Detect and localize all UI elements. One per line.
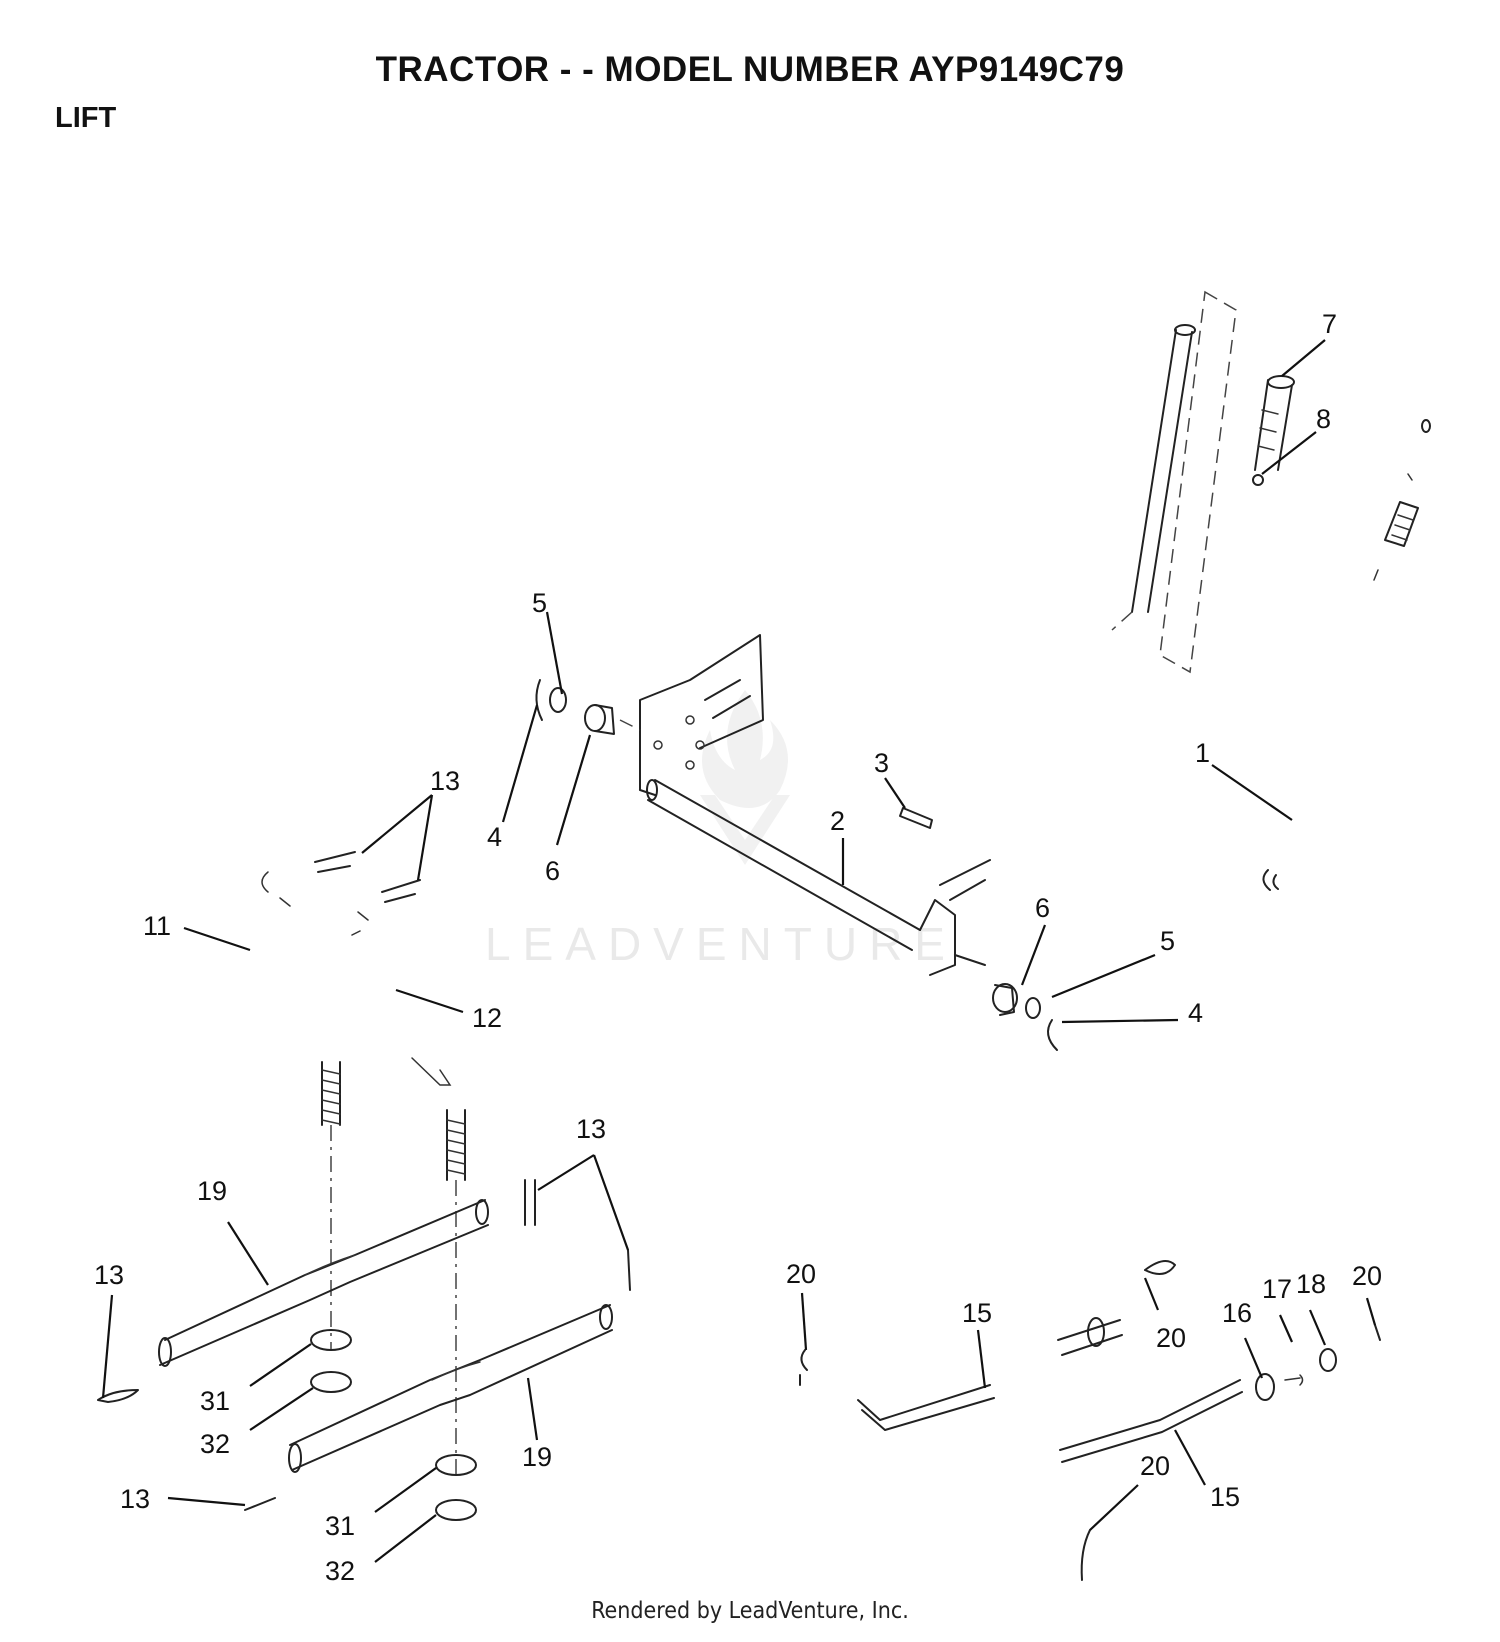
lift-shaft [646, 779, 991, 976]
leader-lines [101, 339, 1377, 1563]
adjuster-assembly [1057, 1260, 1381, 1401]
callout-5: 5 [1160, 926, 1175, 956]
callout-31: 31 [200, 1386, 230, 1416]
callout-32: 32 [200, 1429, 230, 1459]
spring-rod-right [411, 1057, 466, 1480]
clip-left [535, 679, 567, 721]
callout-15: 15 [1210, 1482, 1240, 1512]
callout-13: 13 [120, 1484, 150, 1514]
callout-15: 15 [962, 1298, 992, 1328]
bushing-left [584, 704, 641, 735]
washers-nuts [310, 1329, 477, 1521]
rod-right-15 [1059, 1379, 1243, 1581]
watermark-text: LEADVENTURE [485, 918, 957, 970]
callout-13: 13 [576, 1114, 606, 1144]
callout-7: 7 [1322, 309, 1337, 339]
callout-31: 31 [325, 1511, 355, 1541]
footer-credit: Rendered by LeadVenture, Inc. [591, 1598, 909, 1624]
lift-handle [1111, 290, 1237, 674]
callout-6: 6 [1035, 893, 1050, 923]
watermark: LEADVENTURE [485, 690, 957, 970]
callout-20: 20 [1156, 1323, 1186, 1353]
lift-plate [639, 634, 764, 796]
bushing-right [992, 983, 1058, 1051]
callout-5: 5 [532, 588, 547, 618]
callout-3: 3 [874, 748, 889, 778]
lift-link-lower [288, 1304, 613, 1473]
callout-4: 4 [487, 822, 502, 852]
callout-17: 17 [1262, 1274, 1292, 1304]
upper-pins [261, 851, 421, 936]
callout-13: 13 [430, 766, 460, 796]
callout-32: 32 [325, 1556, 355, 1586]
callout-16: 16 [1222, 1298, 1252, 1328]
callout-19: 19 [522, 1442, 552, 1472]
key [899, 807, 933, 829]
clips-13 [97, 1179, 631, 1511]
callout-6: 6 [545, 856, 560, 886]
callout-19: 19 [197, 1176, 227, 1206]
callout-20: 20 [1140, 1451, 1170, 1481]
callout-20: 20 [1352, 1261, 1382, 1291]
lift-link-upper [158, 1199, 489, 1367]
callout-1: 1 [1195, 738, 1210, 768]
callout-20: 20 [786, 1259, 816, 1289]
clip-1 [1262, 869, 1279, 891]
spring-and-knob [1373, 419, 1431, 581]
rod-left-15 [799, 1349, 995, 1431]
callout-12: 12 [472, 1003, 502, 1033]
page-title: TRACTOR - - MODEL NUMBER AYP9149C79 [375, 50, 1125, 89]
callout-2: 2 [830, 806, 845, 836]
callout-8: 8 [1316, 404, 1331, 434]
handle-grip [1252, 375, 1295, 486]
callout-11: 11 [143, 911, 171, 941]
section-title: LIFT [55, 102, 117, 134]
spring-rod-left [321, 1061, 341, 1350]
callouts: 7 8 5 13 4 6 3 1 2 11 12 6 5 4 13 19 13 … [94, 309, 1382, 1586]
callout-4: 4 [1188, 998, 1203, 1028]
callout-18: 18 [1296, 1269, 1326, 1299]
callout-13: 13 [94, 1260, 124, 1290]
